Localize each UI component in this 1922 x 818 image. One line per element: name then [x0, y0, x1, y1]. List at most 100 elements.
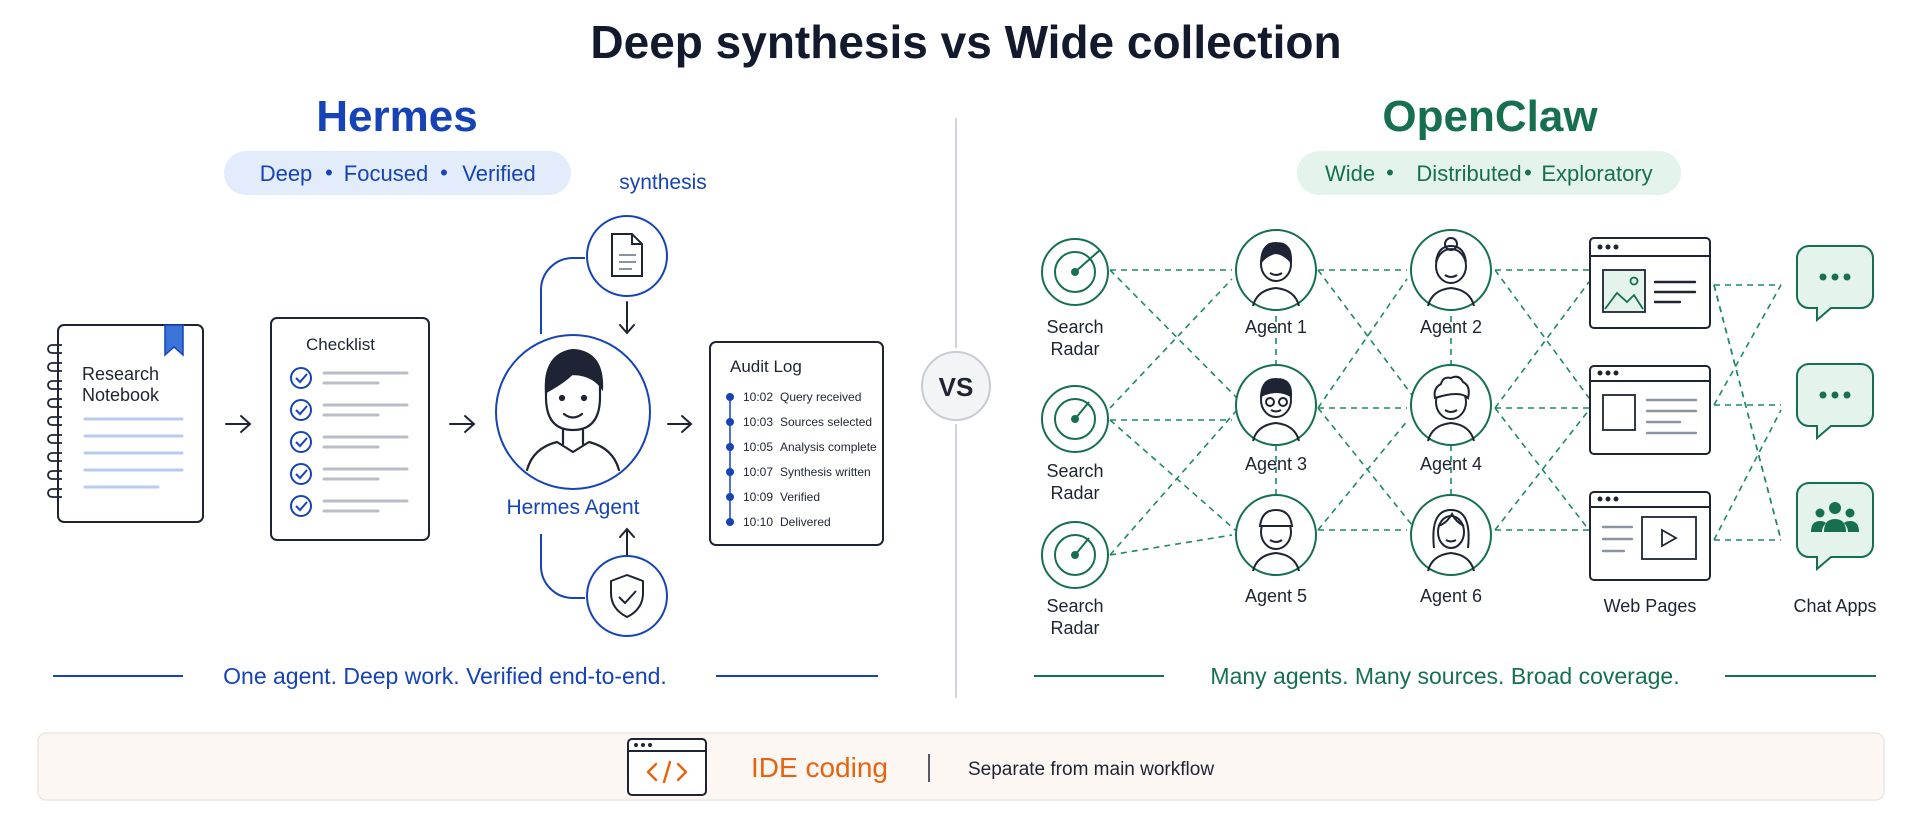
hermes-agent-label: Hermes Agent — [506, 496, 639, 519]
openclaw-caption: Many agents. Many sources. Broad coverag… — [1210, 663, 1679, 689]
audit-entry: 10:05 Analysis complete — [743, 440, 877, 454]
document-node — [586, 215, 668, 297]
agent-node — [1235, 364, 1317, 446]
video-icon — [1641, 516, 1697, 560]
ide-coding-bar: IDE coding Separate from main workflow — [37, 732, 1885, 801]
search-radar-node — [1041, 385, 1109, 453]
agent-label: Agent 6 — [1420, 586, 1482, 606]
audit-text: Verified — [780, 490, 820, 504]
audit-time: 10:09 — [743, 490, 773, 504]
audit-time: 10:05 — [743, 440, 773, 454]
audit-text: Sources selected — [780, 415, 872, 429]
tagline-dot: • — [325, 160, 333, 185]
tagline-dot: • — [1386, 160, 1394, 185]
agent-label: Agent 4 — [1420, 454, 1482, 474]
tagline-dot: • — [1524, 160, 1532, 185]
openclaw-tagline-pill: Wide • Distributed • Exploratory — [1297, 151, 1681, 195]
chat-bubble-icon — [1796, 245, 1874, 323]
audit-time: 10:10 — [743, 515, 773, 529]
web-page-image-card — [1589, 237, 1711, 329]
tagline-dot: • — [440, 160, 448, 185]
audit-log-title: Audit Log — [730, 357, 802, 376]
agent-label: Agent 1 — [1245, 317, 1307, 337]
ide-description: Separate from main workflow — [968, 759, 1214, 780]
code-window-icon — [627, 738, 707, 796]
web-page-article-card — [1589, 365, 1711, 455]
agent-label: Agent 3 — [1245, 454, 1307, 474]
audit-text: Synthesis written — [780, 465, 871, 479]
shield-node — [586, 555, 668, 637]
vs-label: VS — [939, 372, 974, 402]
agent-node — [1410, 364, 1492, 446]
audit-entry: 10:03 Sources selected — [743, 415, 872, 429]
audit-entry: 10:10 Delivered — [743, 515, 831, 529]
radar-icon — [1054, 534, 1096, 576]
radar-icon — [1054, 249, 1101, 293]
hermes-caption: One agent. Deep work. Verified end-to-en… — [223, 663, 667, 689]
hermes-loop — [540, 257, 585, 599]
audit-time: 10:02 — [743, 390, 773, 404]
image-icon — [1602, 269, 1646, 313]
arrow-down-icon — [619, 301, 635, 335]
tagline-item: Wide — [1325, 161, 1375, 186]
search-radar-label: Radar — [1050, 339, 1099, 359]
person-long-hair-icon — [1427, 508, 1475, 572]
audit-log-card: Audit Log 10:02 Query received 10:03 Sou… — [709, 341, 884, 546]
notebook-spiral — [47, 344, 62, 498]
document-icon — [611, 233, 643, 277]
page-title: Deep synthesis vs Wide collection — [590, 16, 1341, 68]
hermes-tagline-pill: Deep • Focused • Verified — [224, 151, 571, 195]
search-radar-node — [1041, 238, 1109, 306]
agent-label: Agent 5 — [1245, 586, 1307, 606]
agent-node — [1235, 229, 1317, 311]
hermes-agent-node — [495, 334, 651, 490]
shield-check-icon — [610, 574, 644, 618]
bookmark-icon — [164, 324, 184, 357]
arrow-right-icon — [449, 415, 476, 433]
search-radar-label: Search — [1046, 317, 1103, 337]
tagline-item: Exploratory — [1541, 161, 1652, 186]
radar-icon — [1054, 398, 1096, 440]
network-connections — [1109, 269, 1782, 556]
tagline-item: Verified — [462, 161, 535, 186]
person-icon — [1252, 241, 1300, 307]
arrow-up-icon — [619, 527, 635, 557]
research-notebook: Research Notebook — [47, 324, 204, 523]
checklist-title: Checklist — [306, 335, 375, 354]
tagline-item: Focused — [344, 161, 428, 186]
agent-node — [1235, 494, 1317, 576]
agent-node — [1410, 494, 1492, 576]
audit-time: 10:03 — [743, 415, 773, 429]
chat-bubble-icon — [1796, 363, 1874, 441]
audit-text: Delivered — [780, 515, 831, 529]
tagline-item: Distributed — [1416, 161, 1521, 186]
person-cap-icon — [1252, 508, 1300, 572]
agent-node — [1410, 229, 1492, 311]
audit-entry: 10:07 Synthesis written — [743, 465, 871, 479]
web-pages-label: Web Pages — [1604, 596, 1697, 616]
synthesis-label: synthesis — [619, 171, 707, 194]
search-radar-label: Search — [1046, 461, 1103, 481]
audit-text: Analysis complete — [780, 440, 877, 454]
search-radar-node — [1041, 521, 1109, 589]
notebook-label: Notebook — [82, 385, 160, 405]
person-icon — [1427, 237, 1475, 307]
audit-entry: 10:02 Query received — [743, 390, 861, 404]
search-radar-label: Radar — [1050, 618, 1099, 638]
hermes-heading: Hermes — [316, 92, 477, 141]
search-radar-label: Radar — [1050, 483, 1099, 503]
web-page-video-card — [1589, 491, 1711, 581]
person-glasses-icon — [1252, 377, 1300, 442]
vs-badge: VS — [921, 351, 991, 421]
group-chat-icon — [1796, 482, 1874, 572]
arrow-right-icon — [225, 415, 252, 433]
agent-avatar-icon — [525, 348, 621, 472]
person-curly-icon — [1427, 375, 1475, 442]
tagline-item: Deep — [260, 161, 313, 186]
openclaw-heading: OpenClaw — [1382, 92, 1598, 141]
notebook-label: Research — [82, 364, 159, 384]
checklist-card: Checklist — [270, 317, 430, 541]
audit-time: 10:07 — [743, 465, 773, 479]
search-radar-label: Search — [1046, 596, 1103, 616]
agent-label: Agent 2 — [1420, 317, 1482, 337]
